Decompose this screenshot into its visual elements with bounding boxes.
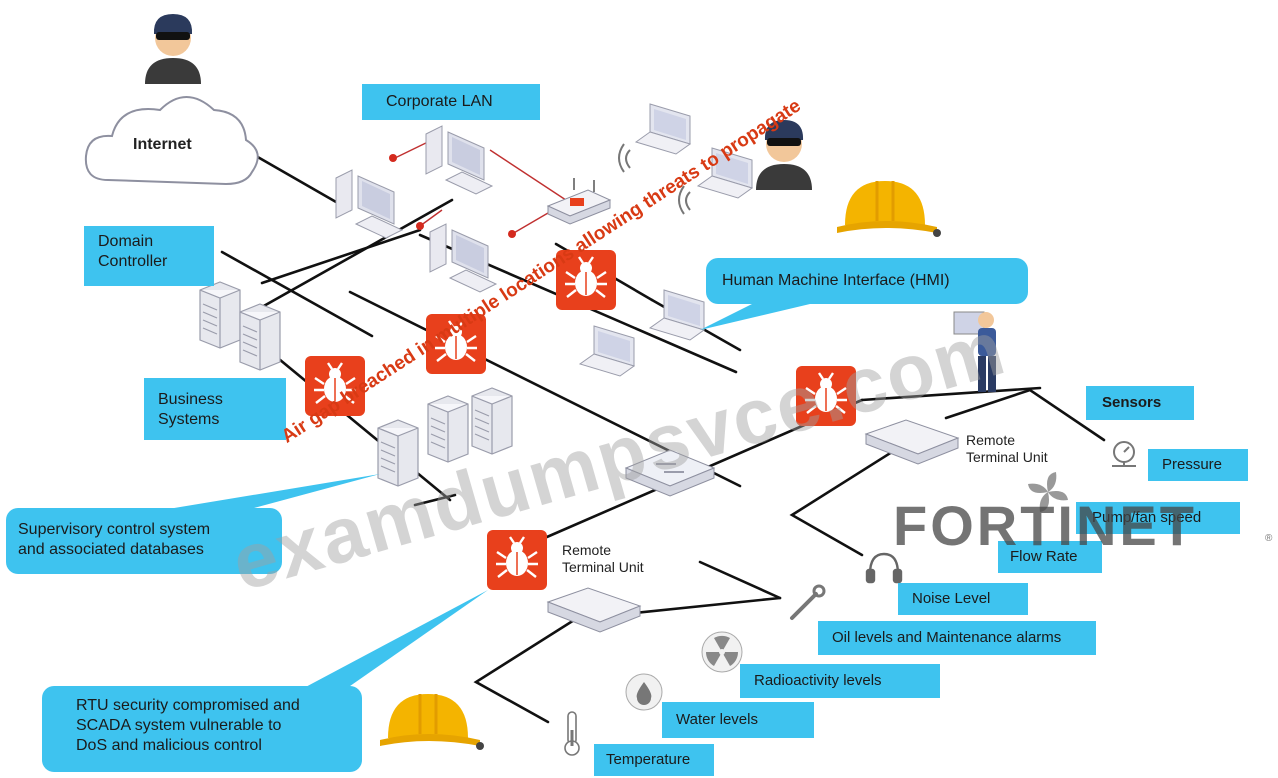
water-drop-icon	[625, 673, 663, 711]
hmi-label: Human Machine Interface (HMI)	[706, 258, 1028, 304]
gauge-icon	[1112, 441, 1136, 467]
pressure-label: Pressure	[1148, 449, 1248, 481]
domain-controller-line2: Controller	[98, 253, 168, 270]
hmi-callout-pointer	[700, 300, 810, 330]
rtu-compromised-line2: SCADA system vulnerable to	[76, 717, 282, 734]
laptop-icon	[635, 103, 691, 155]
supervisory-line1: Supervisory control system	[18, 521, 211, 538]
water-levels-label: Water levels	[662, 702, 814, 738]
rtu-top-label: Remote Terminal Unit	[966, 432, 1048, 466]
rtu-top-line2: Terminal Unit	[966, 449, 1048, 465]
supervisory-line2: and associated databases	[18, 541, 204, 558]
desktop-icon	[425, 125, 493, 195]
rtu-compromised-line3: DoS and malicious control	[76, 737, 262, 754]
rtu-callout-pointer	[300, 590, 488, 700]
registered-mark: ®	[1265, 533, 1273, 544]
rtu-bottom-line2: Terminal Unit	[562, 559, 644, 575]
fan-icon	[1028, 472, 1068, 512]
hardhat-icon	[378, 692, 486, 752]
wifi-icon	[618, 143, 631, 173]
radioactivity-label: Radioactivity levels	[740, 664, 940, 698]
radiation-icon	[701, 631, 743, 673]
wrench-icon	[790, 584, 826, 620]
business-systems-line2: Systems	[158, 411, 220, 428]
desktop-icon	[429, 223, 497, 293]
rtu-compromised-line1: RTU security compromised and	[76, 697, 300, 714]
business-systems-label: Business Systems	[144, 378, 286, 440]
bug-icon	[485, 528, 549, 592]
domain-controller-label: Domain Controller	[84, 226, 214, 286]
temperature-label: Temperature	[594, 744, 714, 776]
server-icon	[239, 303, 281, 371]
domain-controller-line1: Domain	[98, 233, 154, 250]
desktop-icon	[335, 169, 403, 239]
rtu-icon	[547, 587, 641, 633]
fortinet-logo: FORTINET	[893, 494, 1197, 557]
laptop-icon	[579, 325, 635, 377]
rtu-bottom-line1: Remote	[562, 542, 612, 558]
hacker-icon	[145, 14, 201, 84]
business-systems-line1: Business	[158, 391, 223, 408]
server-icon	[199, 281, 241, 349]
headphones-icon	[865, 552, 903, 584]
network-links	[220, 146, 1106, 724]
rtu-bottom-label: Remote Terminal Unit	[562, 542, 644, 576]
flow-rate-label: Flow Rate	[998, 541, 1102, 573]
hardhat-icon	[835, 179, 943, 239]
rtu-compromised-label: RTU security compromised and SCADA syste…	[42, 686, 362, 772]
laptop-icon	[649, 289, 705, 341]
sensors-label: Sensors	[1086, 386, 1194, 420]
noise-level-label: Noise Level	[898, 583, 1028, 615]
supervisory-label: Supervisory control system and associate…	[6, 508, 282, 574]
switch-icon	[624, 449, 716, 497]
thermometer-icon	[564, 711, 580, 756]
internet-label: Internet	[133, 136, 192, 153]
wifi-icon	[678, 185, 691, 215]
rtu-top-line1: Remote	[966, 432, 1016, 448]
cloud-icon	[84, 96, 259, 186]
pump-fan-speed-label: Pump/fan speed	[1076, 502, 1240, 534]
operator-icon	[953, 311, 996, 392]
corporate-lan-label: Corporate LAN	[362, 84, 540, 120]
oil-levels-label: Oil levels and Maintenance alarms	[818, 621, 1096, 655]
router-icon	[546, 178, 612, 225]
